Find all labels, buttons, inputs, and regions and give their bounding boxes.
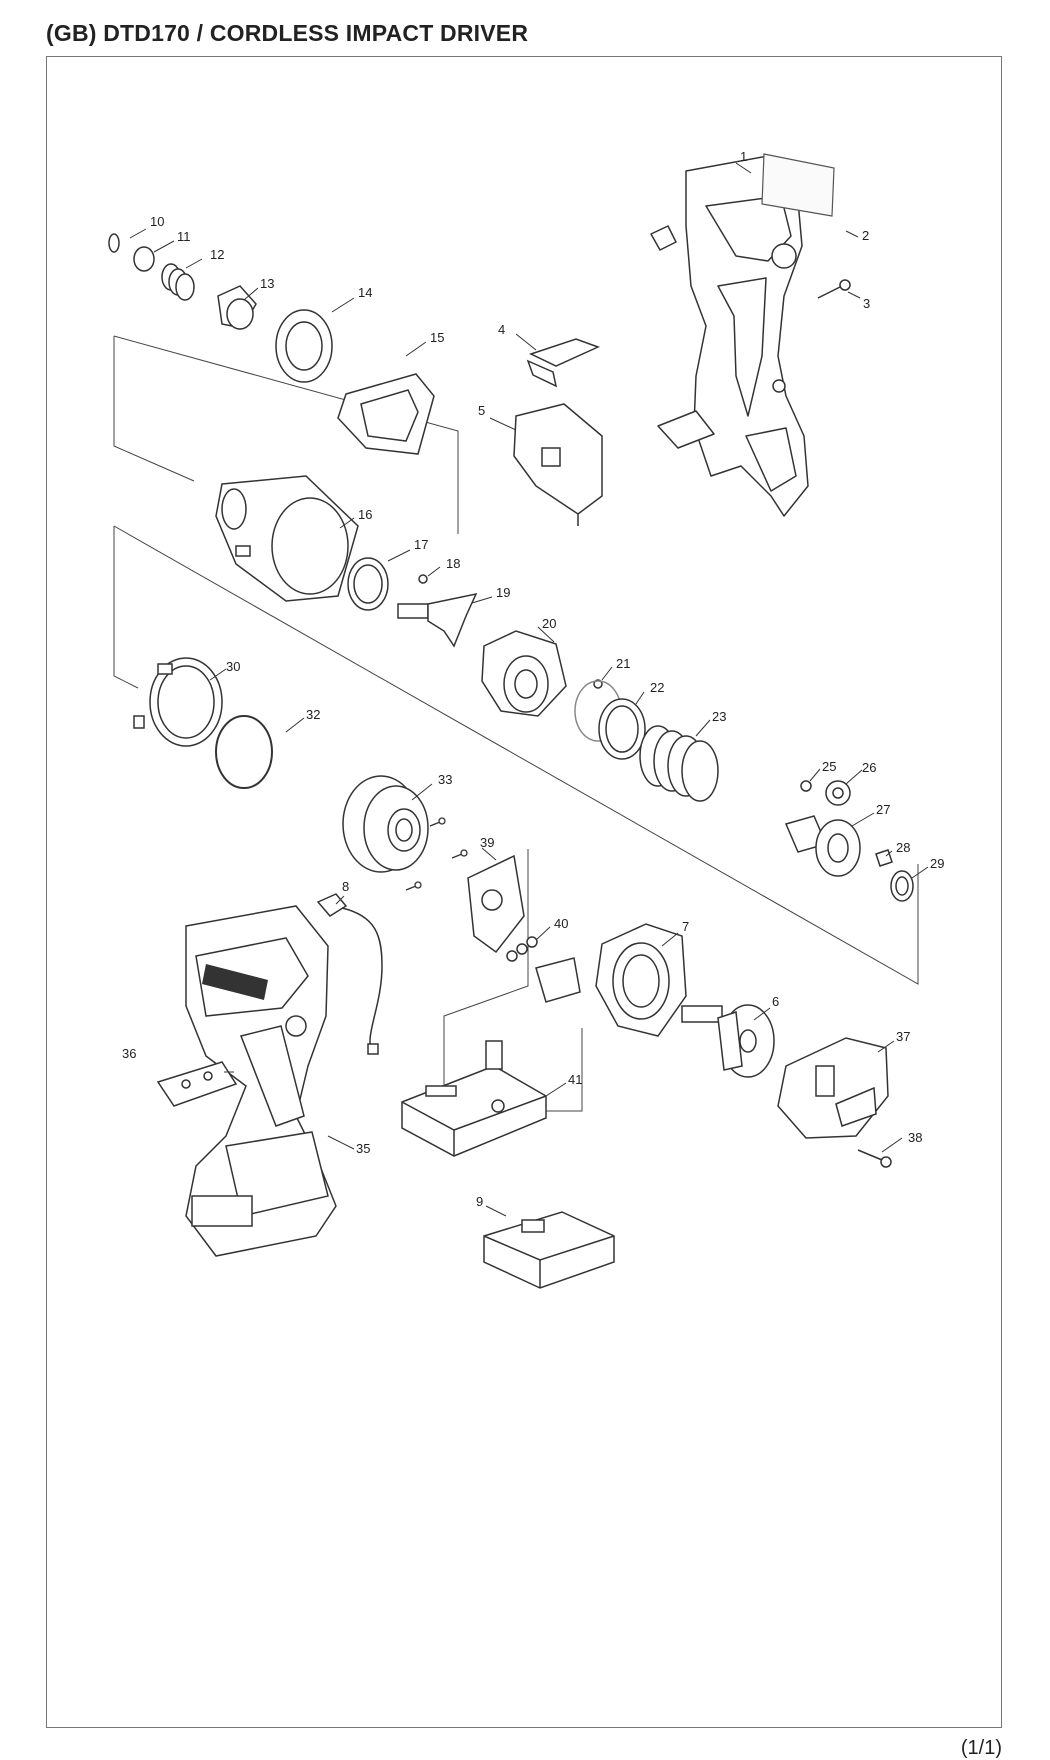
controller [401, 1040, 547, 1157]
switch-lever [526, 338, 600, 388]
ring-30 [133, 657, 223, 747]
part-label: 5 [478, 403, 485, 418]
part-label: 4 [498, 322, 505, 337]
part-label: 21 [616, 656, 630, 671]
part-label: 36 [122, 1046, 136, 1061]
frame-border [46, 56, 1002, 1728]
part-label: 18 [446, 556, 460, 571]
part-label: 26 [862, 760, 876, 775]
exploded-view: 1 2 3 4 5 6 7 8 9 10 11 12 13 14 15 16 1… [46, 56, 1002, 1728]
part-label: 35 [356, 1141, 370, 1156]
part-label: 39 [480, 835, 494, 850]
diagram-frame: 1 2 3 4 5 6 7 8 9 10 11 12 13 14 15 16 1… [46, 56, 1002, 1728]
part-number-labels: 1 2 3 4 5 6 7 8 9 10 11 12 13 14 15 16 1… [122, 149, 944, 1209]
switch [513, 403, 603, 526]
makita-logo [202, 964, 268, 1000]
part-label: 10 [150, 214, 164, 229]
part-label: 8 [342, 879, 349, 894]
terminal [483, 1211, 615, 1289]
page-number: (1/1) [960, 1737, 1002, 1759]
rear-cover [777, 1037, 889, 1139]
part-label: 9 [476, 1194, 483, 1209]
part-label: 3 [863, 296, 870, 311]
part-label: 23 [712, 709, 726, 724]
part-label: 38 [908, 1130, 922, 1145]
front-assembly [108, 233, 435, 455]
part-label: 37 [896, 1029, 910, 1044]
hammer-20 [481, 630, 567, 717]
part-label: 28 [896, 840, 910, 855]
part-label: 1 [740, 149, 747, 164]
part-label: 19 [496, 585, 510, 600]
part-label: 11 [177, 229, 191, 244]
stator [595, 923, 687, 1037]
label-plate [761, 153, 835, 217]
screw-38 [857, 1149, 892, 1168]
spring-12 [161, 263, 195, 301]
part-label: 29 [930, 856, 944, 871]
part-label: 17 [414, 537, 428, 552]
internal-gear [342, 775, 429, 873]
part-label: 16 [358, 507, 372, 522]
part-label: 14 [358, 285, 372, 300]
page-title: (GB) DTD170 / CORDLESS IMPACT DRIVER [46, 20, 529, 46]
part-label: 41 [568, 1072, 582, 1087]
part-label: 12 [210, 247, 224, 262]
part-label: 15 [430, 330, 444, 345]
spindle-assembly [784, 780, 914, 902]
leader-lines [129, 162, 929, 1217]
part-label: 30 [226, 659, 240, 674]
terminal-set [506, 936, 581, 1003]
part-label: 22 [650, 680, 664, 695]
part-label: 40 [554, 916, 568, 931]
part-label: 7 [682, 919, 689, 934]
part-label: 13 [260, 276, 274, 291]
anvil-19 [397, 592, 478, 648]
hammer-case [215, 475, 359, 602]
part-label: 27 [876, 802, 890, 817]
part-label: 33 [438, 772, 452, 787]
rubber-pad [156, 1061, 238, 1107]
small-screws [405, 817, 468, 891]
housing-left [185, 905, 337, 1257]
part-label: 20 [542, 616, 556, 631]
part-label: 6 [772, 994, 779, 1009]
rotor [681, 1004, 775, 1078]
spring-23 [639, 725, 719, 802]
led-circuit [316, 893, 383, 1055]
part-label: 2 [862, 228, 869, 243]
o-ring-32 [215, 715, 273, 789]
housing-right [650, 155, 809, 517]
switch-plate [467, 854, 525, 954]
assembly-guides [113, 335, 919, 1112]
part-label: 32 [306, 707, 320, 722]
impact-mechanism [347, 557, 719, 802]
screw-3 [817, 279, 851, 299]
part-label: 25 [822, 759, 836, 774]
